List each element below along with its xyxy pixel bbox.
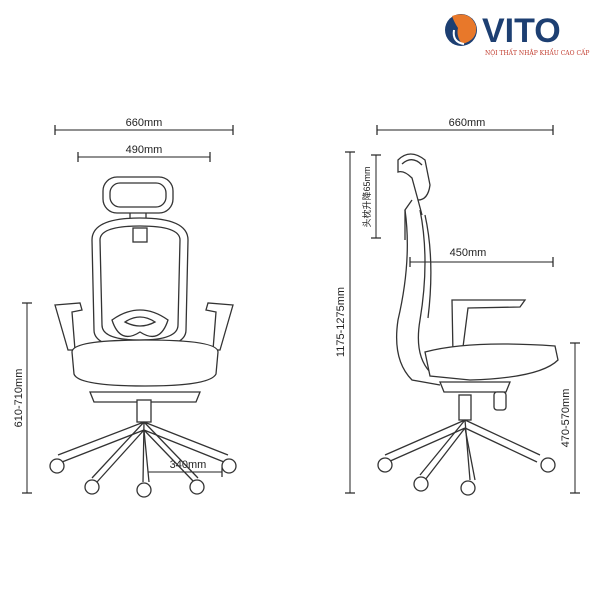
armrest-height-label: 610-710mm xyxy=(13,369,25,428)
side-depth-label: 660mm xyxy=(449,117,486,129)
base-radius-label: 340mm xyxy=(170,459,207,471)
seat-depth-label: 450mm xyxy=(450,247,487,259)
seat-width-label: 490mm xyxy=(126,144,163,156)
logo-tagline: NỘI THẤT NHẬP KHẨU CAO CẤP xyxy=(485,49,589,57)
seat-height-label: 470-570mm xyxy=(560,389,572,448)
front-width-label: 660mm xyxy=(126,117,163,129)
overall-height-label: 1175-1275mm xyxy=(335,287,347,357)
logo-brand: VITO xyxy=(482,12,561,50)
headrest-adjust-label: 头枕升降65mm xyxy=(361,166,372,227)
side-view-dimensions: 660mm 450mm 1175-1275mm 470-570mm 头枕升降65… xyxy=(335,117,580,494)
vito-logo: VITO NỘI THẤT NHẬP KHẨU CAO CẤP xyxy=(445,12,589,57)
chair-side-view xyxy=(377,153,559,496)
chair-front-view xyxy=(49,176,237,498)
